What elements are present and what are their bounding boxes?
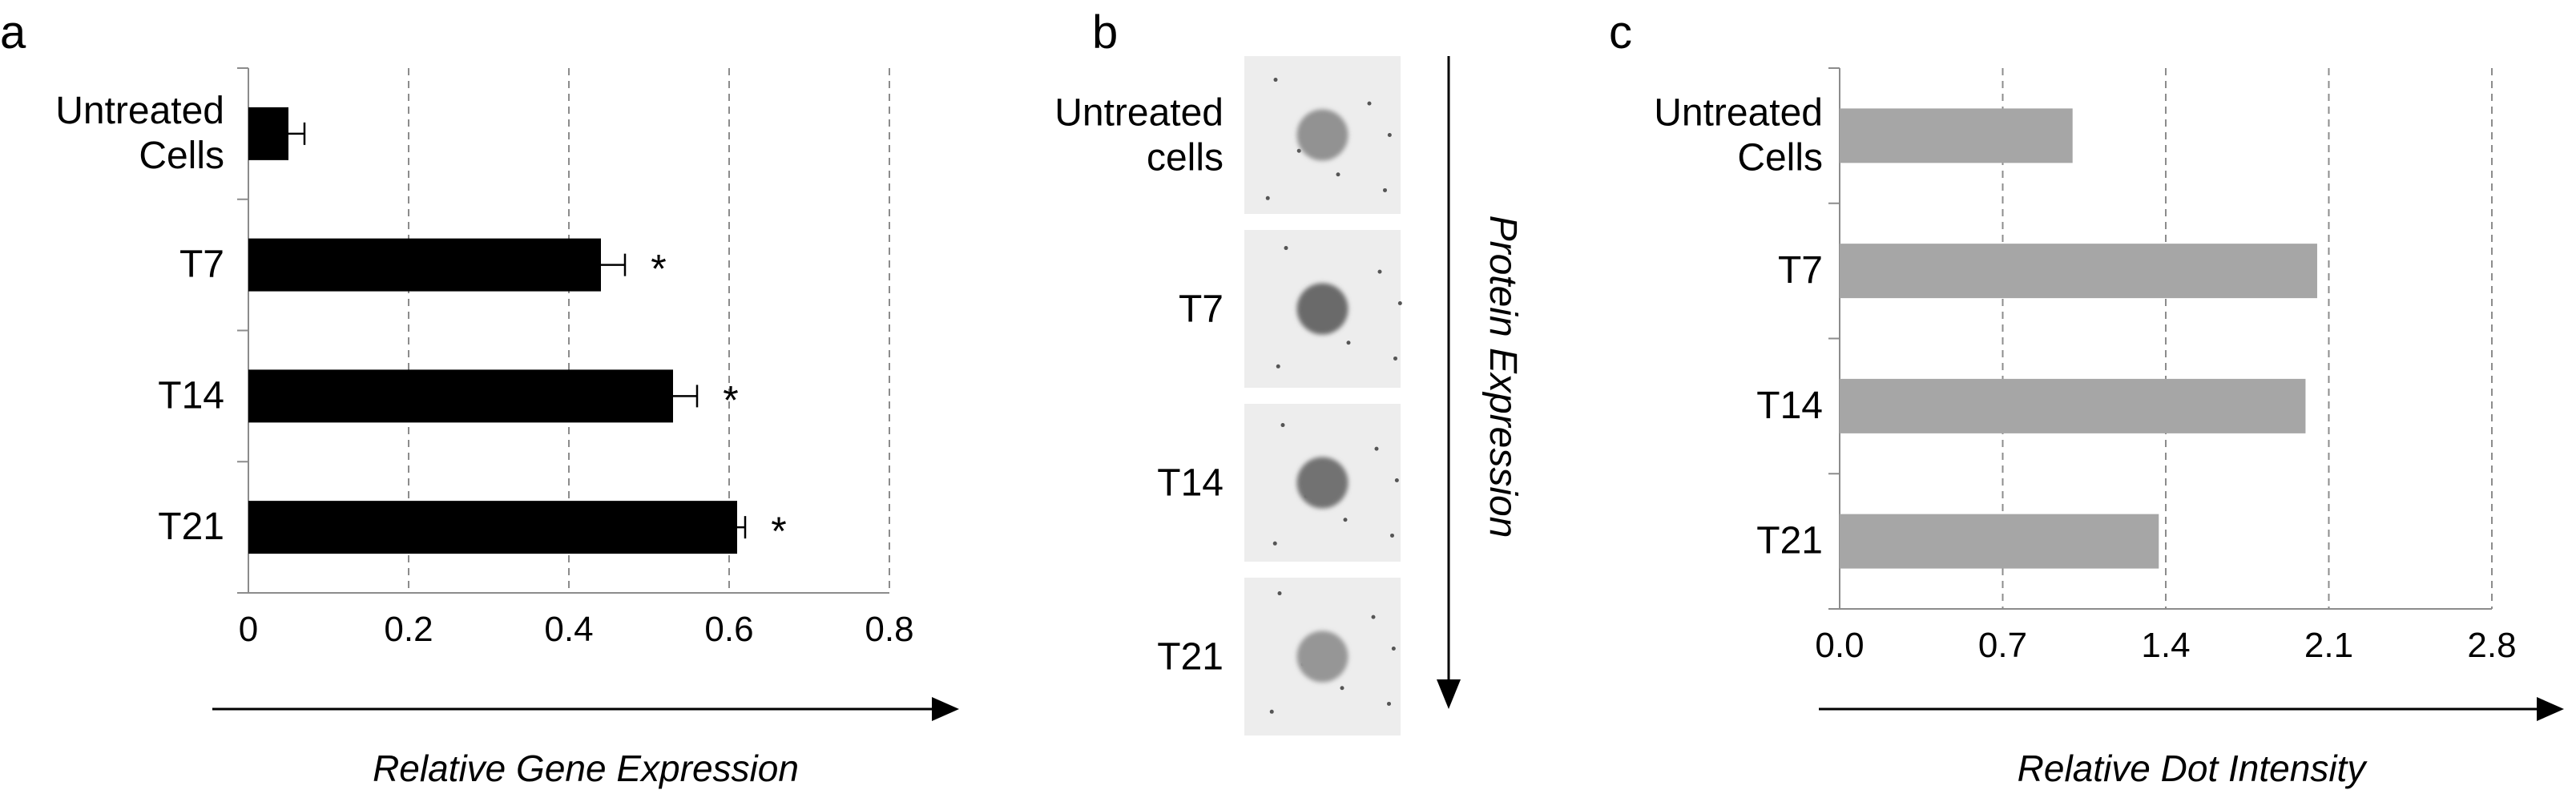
blot-label: cells xyxy=(1147,137,1223,179)
blot-speckle xyxy=(1377,269,1382,274)
blot-spot xyxy=(1296,631,1348,683)
panel-a-x-tick-label: 0 xyxy=(239,610,258,649)
blot-spot xyxy=(1296,457,1348,509)
panel-c-letter: c xyxy=(1609,6,1632,58)
panel-c-category-label: T7 xyxy=(1778,249,1823,292)
blot-speckle xyxy=(1394,478,1399,482)
panel-c-bar xyxy=(1840,378,2306,433)
panel-a-significance-marker: * xyxy=(771,509,786,554)
blot-speckle xyxy=(1296,148,1301,153)
blot-speckle xyxy=(1387,133,1392,137)
panel-c-category-label: Cells xyxy=(1737,136,1823,179)
panel-c-bar xyxy=(1840,244,2317,299)
blot-spot xyxy=(1296,283,1348,335)
blot-speckle xyxy=(1374,446,1379,451)
panel-a-category-label: Cells xyxy=(139,135,224,177)
blot-label: T7 xyxy=(1179,288,1223,331)
blot-speckle xyxy=(1273,78,1278,83)
panel-c-x-axis-label: Relative Dot Intensity xyxy=(2018,748,2368,789)
panel-a-significance-marker: * xyxy=(723,377,738,422)
blot-speckle xyxy=(1391,647,1396,651)
blot-speckle xyxy=(1371,615,1376,619)
panel-c-x-tick-label: 2.1 xyxy=(2304,626,2353,665)
panel-c-x-tick-label: 2.8 xyxy=(2467,626,2516,665)
panel-a-significance-marker: * xyxy=(651,247,666,292)
blot-speckle xyxy=(1383,187,1387,192)
blot-speckle xyxy=(1390,533,1394,538)
blot-speckle xyxy=(1367,101,1372,106)
panel-c-chart: 0.0 0.7 1.4 2.1 2.8 UntreatedCellsT7T14T21Rel… xyxy=(1654,67,2564,789)
blot-speckle xyxy=(1393,356,1397,361)
panel-a-bar xyxy=(248,238,601,292)
blot-label: T14 xyxy=(1157,462,1223,505)
blot-label: T21 xyxy=(1157,636,1223,679)
panel-a-bar xyxy=(248,107,288,160)
panel-c-bar xyxy=(1840,514,2159,569)
panel-c-bar xyxy=(1840,108,2073,163)
panel-c-x-tick-label: 0.0 xyxy=(1815,626,1864,665)
panel-a-category-label: Untreated xyxy=(55,90,224,132)
panel-a-bar xyxy=(248,501,737,554)
panel-a-letter: a xyxy=(0,6,26,58)
panel-c-x-tick-label: 0.7 xyxy=(1978,626,2027,665)
blot-speckle xyxy=(1265,195,1270,200)
panel-a-category-label: T14 xyxy=(158,374,224,417)
panel-c-arrow-head xyxy=(2537,697,2564,721)
blot-speckle xyxy=(1397,301,1402,305)
panel-b-letter: b xyxy=(1092,6,1118,58)
blot-speckle xyxy=(1343,518,1348,522)
panel-c-category-label: T14 xyxy=(1756,385,1823,427)
blot-label: Untreated xyxy=(1054,92,1223,135)
blot-speckle xyxy=(1340,686,1344,691)
protein-arrow-label: Protein Expression xyxy=(1482,216,1524,538)
blot-speckle xyxy=(1336,172,1340,177)
panel-c-x-tick-label: 1.4 xyxy=(2141,626,2190,665)
panel-a-category-label: T21 xyxy=(158,506,224,548)
blot-speckle xyxy=(1280,423,1285,428)
blot-speckle xyxy=(1387,701,1391,706)
panel-a-arrow-head xyxy=(932,697,959,721)
panel-a-x-tick-label: 0.6 xyxy=(704,610,753,649)
panel-a-x-tick-label: 0.2 xyxy=(384,610,433,649)
blot-speckle xyxy=(1269,709,1274,714)
panel-a-x-tick-label: 0.8 xyxy=(865,610,913,649)
panel-a-x-tick-label: 0.4 xyxy=(544,610,593,649)
blot-speckle xyxy=(1284,246,1288,251)
panel-a-category-label: T7 xyxy=(179,244,224,286)
panel-a-bar xyxy=(248,369,673,423)
blot-speckle xyxy=(1272,541,1277,546)
blot-speckle xyxy=(1277,591,1282,596)
blot-speckle xyxy=(1276,364,1280,369)
panel-c-category-label: T21 xyxy=(1756,520,1823,562)
protein-arrow-head xyxy=(1437,679,1461,709)
panel-a-x-axis-label: Relative Gene Expression xyxy=(373,748,799,789)
blot-spot xyxy=(1296,109,1348,161)
panel-c-category-label: Untreated xyxy=(1654,91,1823,134)
blot-speckle xyxy=(1346,341,1351,345)
